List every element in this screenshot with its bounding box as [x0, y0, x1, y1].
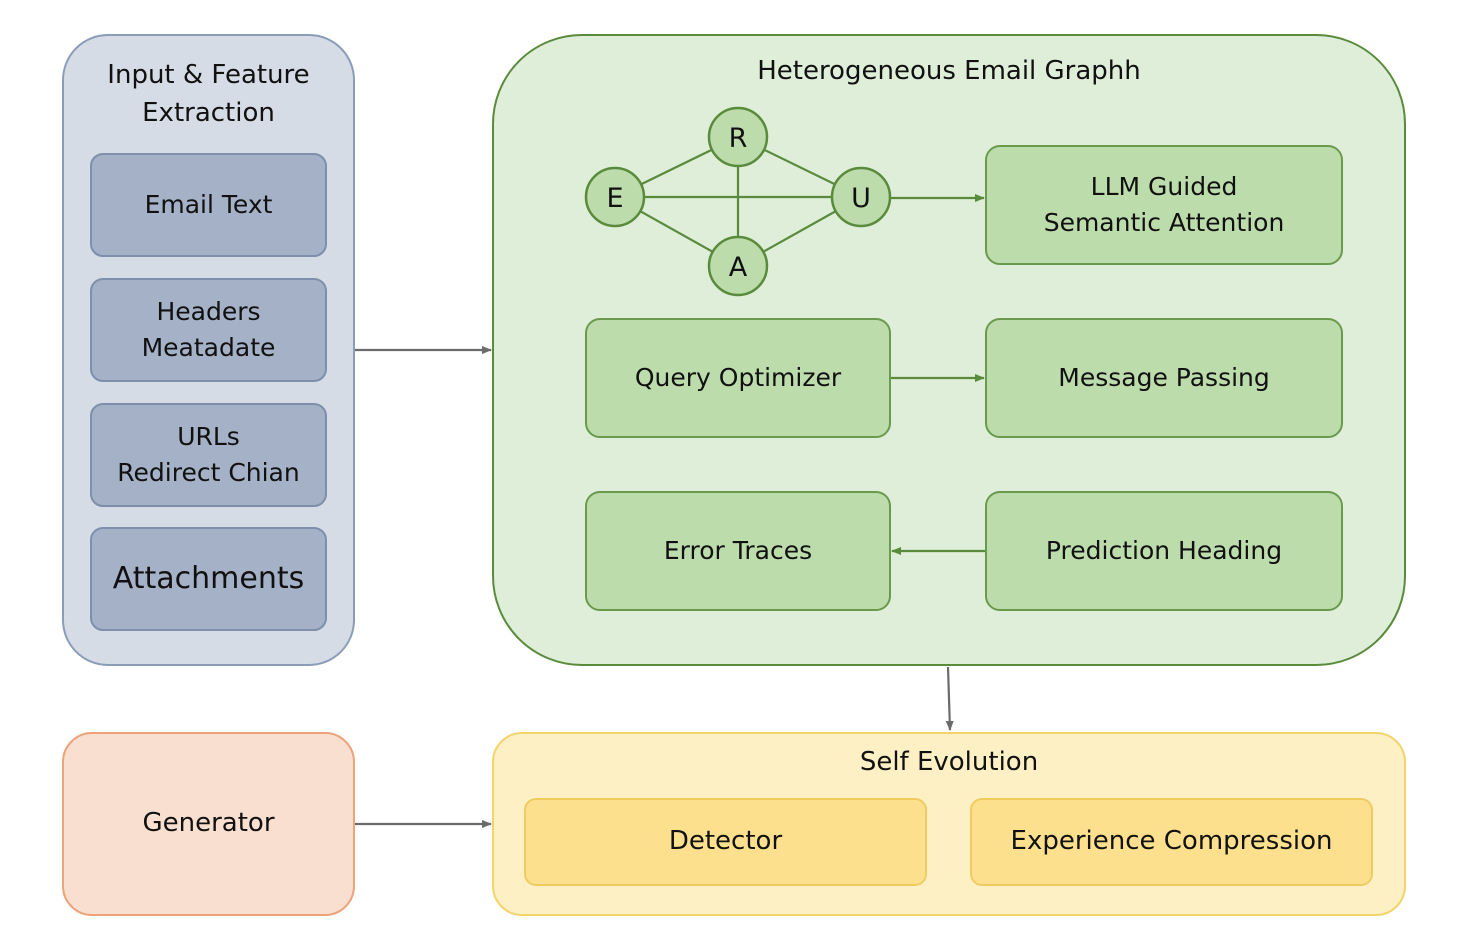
graph-node-r: R	[707, 106, 769, 168]
query-optimizer-box: Query Optimizer	[585, 318, 891, 438]
input-panel-title: Input & Feature Extraction	[107, 60, 310, 128]
node-label-e: E	[606, 183, 623, 214]
urls-redirect-box: URLs Redirect Chian	[90, 403, 327, 507]
node-label-a: A	[729, 252, 748, 283]
message-passing-box: Message Passing	[985, 318, 1343, 438]
attachments-box: Attachments	[90, 527, 327, 631]
experience-compression-box: Experience Compression	[970, 798, 1373, 886]
detector-box: Detector	[524, 798, 927, 886]
generator-box: Generator	[62, 732, 355, 916]
prediction-heading-box: Prediction Heading	[985, 491, 1343, 611]
node-label-r: R	[729, 123, 748, 154]
graph-node-a: A	[707, 235, 769, 297]
graph-panel-title: Heterogeneous Email Graphh	[757, 56, 1141, 86]
email-text-box: Email Text	[90, 153, 327, 257]
llm-guided-attention-box: LLM Guided Semantic Attention	[985, 145, 1343, 265]
self-evolution-title: Self Evolution	[859, 747, 1039, 777]
node-label-u: U	[851, 183, 871, 214]
error-traces-box: Error Traces	[585, 491, 891, 611]
headers-metadata-box: Headers Meatadate	[90, 278, 327, 382]
graph-node-e: E	[584, 166, 646, 228]
arrow-graph-to-evolution	[945, 666, 954, 731]
graph-node-u: U	[830, 166, 892, 228]
